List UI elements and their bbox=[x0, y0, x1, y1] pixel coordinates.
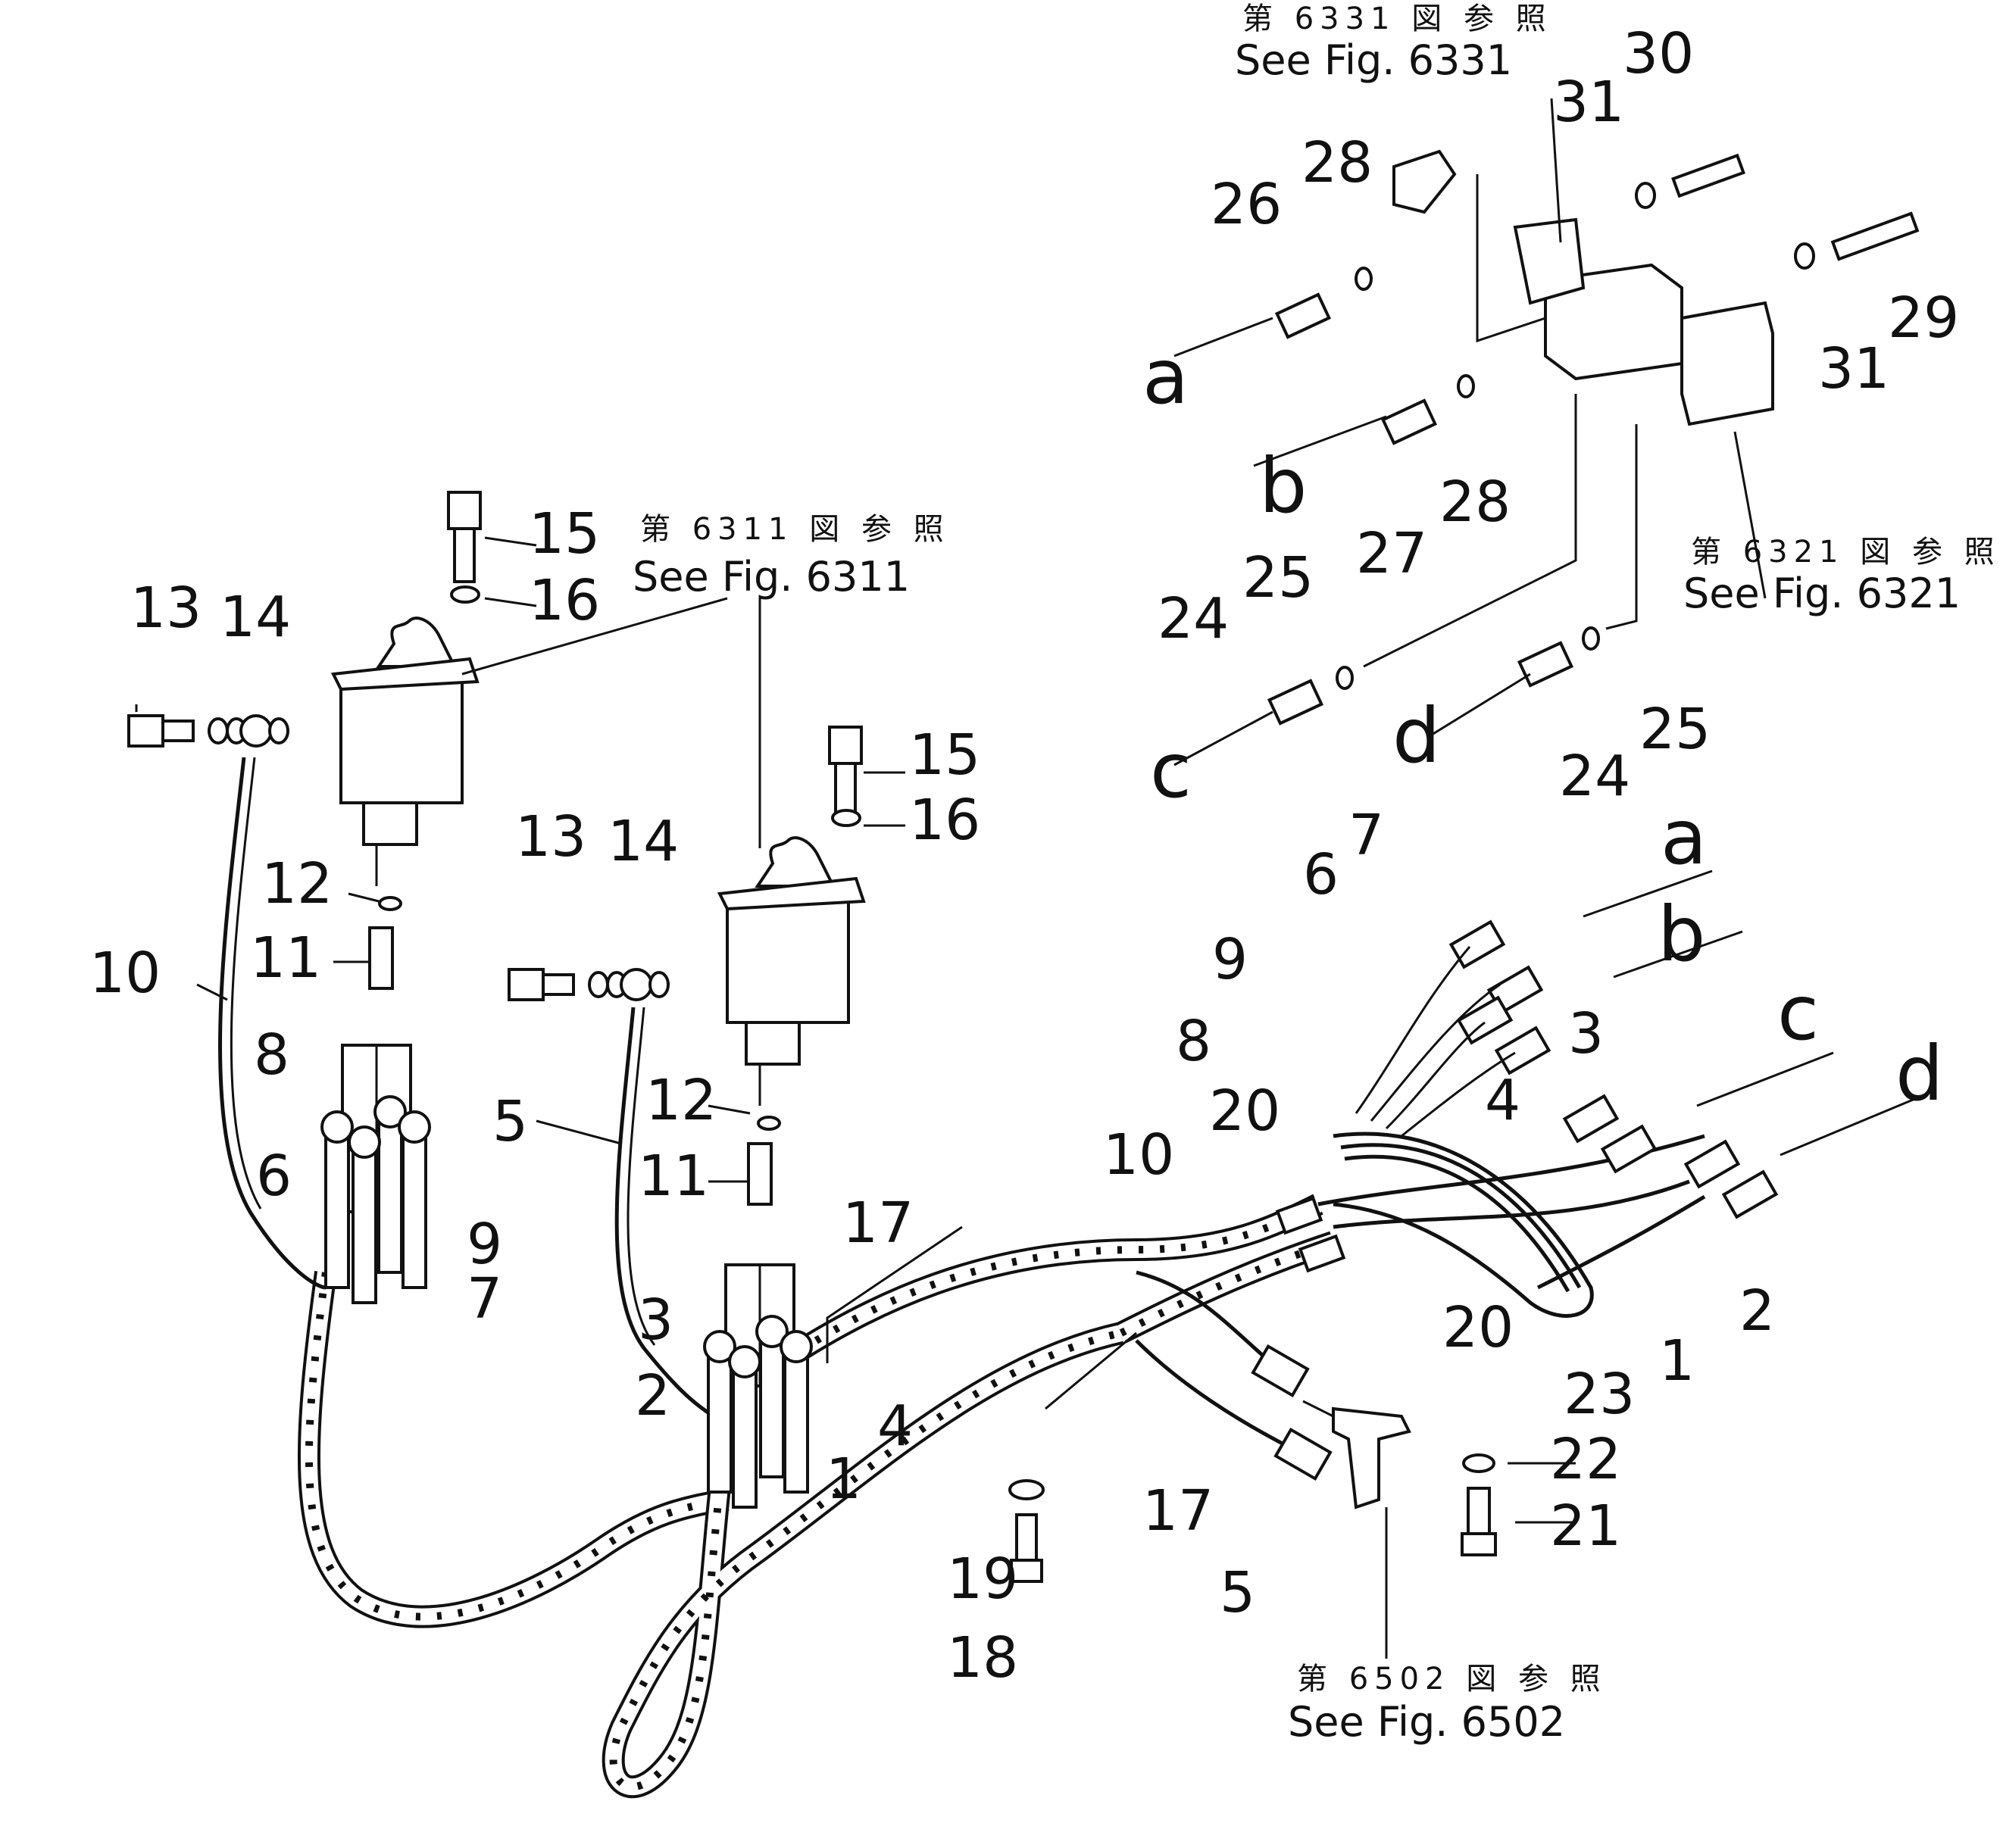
callout-31: 31 bbox=[1553, 70, 1624, 135]
svg-text:See Fig. 6502: See Fig. 6502 bbox=[1288, 1698, 1565, 1746]
callout-13: 13 bbox=[515, 804, 586, 869]
callout-22: 22 bbox=[1550, 1427, 1621, 1492]
figure-ref-6321: 第 6321 図 参 照 See Fig. 6321 bbox=[1683, 535, 2001, 617]
callout-14: 14 bbox=[220, 585, 291, 650]
callout-15: 15 bbox=[909, 723, 980, 788]
callout-2: 2 bbox=[635, 1363, 670, 1428]
callout-10: 10 bbox=[89, 941, 161, 1006]
callout-2: 2 bbox=[1739, 1278, 1775, 1344]
callout-8: 8 bbox=[254, 1022, 289, 1088]
callout-25: 25 bbox=[1242, 545, 1314, 610]
callout-6: 6 bbox=[1303, 842, 1339, 907]
callout-1: 1 bbox=[1659, 1328, 1695, 1394]
callout-18: 18 bbox=[947, 1625, 1018, 1690]
tube-bundle-right bbox=[1251, 919, 1779, 1481]
callout-6: 6 bbox=[256, 1144, 292, 1209]
callout-27: 27 bbox=[1356, 521, 1427, 586]
letter-a-right: a bbox=[1661, 793, 1707, 882]
tube-bundle-middle bbox=[703, 1263, 813, 1509]
pilot-valve-middle bbox=[717, 836, 866, 1106]
callout-24: 24 bbox=[1158, 586, 1229, 651]
callout-11: 11 bbox=[250, 926, 321, 991]
callout-26: 26 bbox=[1211, 172, 1282, 237]
letter-d-top: d bbox=[1392, 691, 1440, 780]
callout-9: 9 bbox=[467, 1212, 502, 1277]
callout-4: 4 bbox=[877, 1394, 913, 1459]
callout-7: 7 bbox=[467, 1266, 502, 1331]
callout-16: 16 bbox=[529, 568, 600, 633]
callout-28: 28 bbox=[1301, 130, 1373, 195]
svg-text:See Fig. 6331: See Fig. 6331 bbox=[1235, 36, 1512, 84]
small-parts bbox=[127, 491, 1497, 1583]
callout-24: 24 bbox=[1559, 744, 1630, 809]
callout-3: 3 bbox=[638, 1288, 673, 1353]
callout-23: 23 bbox=[1564, 1362, 1635, 1427]
pilot-valve-left bbox=[330, 617, 480, 886]
callout-17: 17 bbox=[1142, 1478, 1214, 1544]
figure-ref-6502: 第 6502 図 参 照 See Fig. 6502 bbox=[1288, 1662, 1607, 1746]
letter-d-right: d bbox=[1895, 1029, 1943, 1118]
callout-15: 15 bbox=[529, 501, 600, 567]
callout-9: 9 bbox=[1212, 927, 1248, 992]
hose-harness bbox=[218, 757, 1594, 1799]
connection-letters: a b c d a b c d bbox=[1142, 332, 1943, 1118]
callout-12: 12 bbox=[645, 1068, 717, 1133]
control-valves bbox=[1267, 149, 1920, 726]
svg-text:第 6502 図 参 照: 第 6502 図 参 照 bbox=[1297, 1662, 1607, 1697]
callout-17: 17 bbox=[842, 1191, 914, 1256]
callout-5: 5 bbox=[492, 1089, 528, 1154]
svg-text:第 6331 図 参 照: 第 6331 図 参 照 bbox=[1242, 2, 1552, 36]
svg-text:See Fig. 6311: See Fig. 6311 bbox=[633, 553, 910, 601]
callout-21: 21 bbox=[1550, 1494, 1621, 1559]
callout-8: 8 bbox=[1176, 1009, 1211, 1074]
callout-13: 13 bbox=[130, 576, 202, 641]
callout-31: 31 bbox=[1818, 336, 1889, 401]
svg-text:第 6321 図 参 照: 第 6321 図 参 照 bbox=[1691, 535, 2001, 570]
leader-lines bbox=[135, 98, 1917, 1659]
letter-c-top: c bbox=[1150, 726, 1192, 815]
figure-ref-6311: 第 6311 図 参 照 See Fig. 6311 bbox=[633, 512, 950, 601]
callout-10: 10 bbox=[1103, 1122, 1174, 1188]
callout-14: 14 bbox=[608, 809, 679, 874]
callout-12: 12 bbox=[261, 851, 333, 916]
callout-7: 7 bbox=[1348, 803, 1384, 868]
callout-5: 5 bbox=[1220, 1560, 1255, 1625]
callout-28: 28 bbox=[1439, 470, 1511, 535]
callout-16: 16 bbox=[909, 788, 980, 853]
callout-20: 20 bbox=[1442, 1295, 1514, 1360]
part-callouts: 30 31 28 26 29 31 28 27 25 24 25 24 13 1… bbox=[89, 21, 1959, 1690]
letter-c-right: c bbox=[1777, 969, 1819, 1057]
callout-1: 1 bbox=[826, 1447, 861, 1512]
svg-text:第 6311 図 参 照: 第 6311 図 参 照 bbox=[640, 512, 950, 547]
tube-bundle-left bbox=[320, 1044, 431, 1304]
callout-11: 11 bbox=[638, 1144, 709, 1209]
svg-text:See Fig. 6321: See Fig. 6321 bbox=[1683, 570, 1961, 617]
letter-b-top: b bbox=[1259, 442, 1307, 530]
callout-29: 29 bbox=[1888, 286, 1959, 351]
callout-30: 30 bbox=[1623, 21, 1694, 86]
letter-a-top: a bbox=[1142, 332, 1189, 421]
letter-b-right: b bbox=[1658, 890, 1705, 979]
figure-ref-6331: 第 6331 図 参 照 See Fig. 6331 bbox=[1235, 2, 1552, 84]
callout-20: 20 bbox=[1209, 1079, 1280, 1144]
callout-19: 19 bbox=[947, 1547, 1018, 1612]
callout-25: 25 bbox=[1639, 697, 1711, 762]
callout-3: 3 bbox=[1568, 1001, 1604, 1066]
callout-4: 4 bbox=[1485, 1068, 1520, 1133]
